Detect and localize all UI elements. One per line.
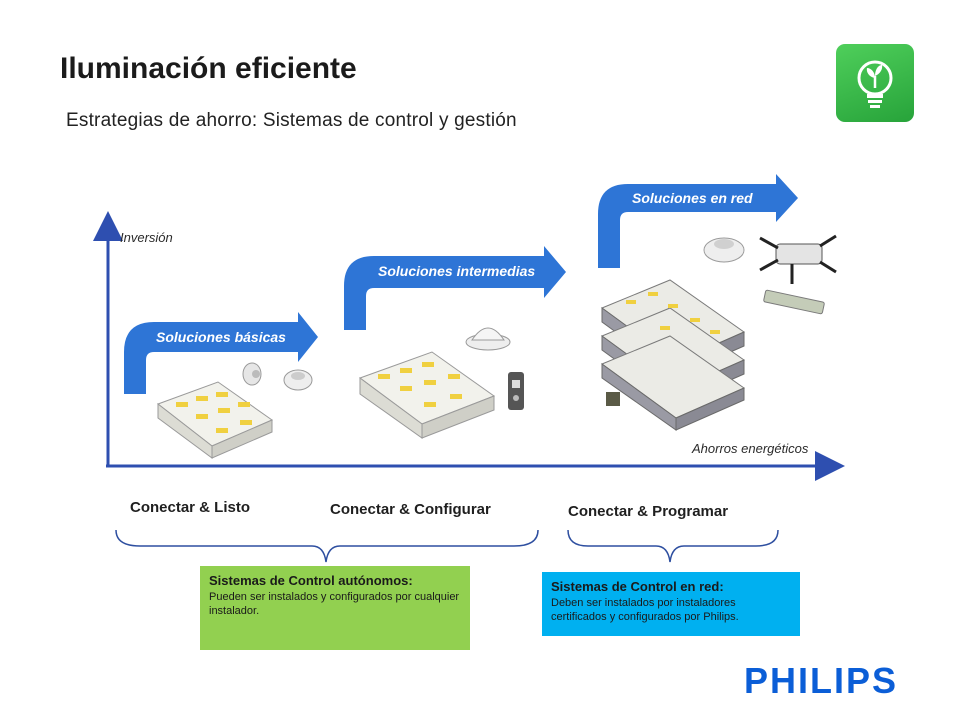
- x-axis-label: Ahorros energéticos: [691, 441, 809, 456]
- basic-sensor-devices: [242, 362, 313, 391]
- page-title: Iluminación eficiente: [60, 52, 357, 85]
- brace-network: [567, 529, 779, 563]
- y-axis-label: Inversión: [120, 230, 173, 245]
- network-systems-body: Deben ser instalados por instaladores ce…: [551, 597, 739, 623]
- arrow-network-label: Soluciones en red: [632, 190, 753, 206]
- brace-autonomous: [115, 529, 539, 563]
- network-devices: [703, 234, 837, 315]
- phase-label-listo: Conectar & Listo: [130, 499, 250, 516]
- autonomous-systems-body: Pueden ser instalados y configurados por…: [209, 591, 460, 617]
- arrow-basic-label: Soluciones básicas: [156, 329, 286, 345]
- arrow-intermediate: [344, 246, 566, 330]
- phase-label-configurar: Conectar & Configurar: [330, 501, 491, 518]
- arrow-intermediate-label: Soluciones intermedias: [378, 263, 535, 279]
- autonomous-systems-title: Sistemas de Control autónomos:: [209, 573, 413, 588]
- intermediate-room-illustration: [358, 351, 496, 439]
- basic-room-illustration: [156, 381, 274, 459]
- network-systems-box: Sistemas de Control en red: Deben ser in…: [542, 572, 800, 636]
- network-systems-title: Sistemas de Control en red:: [551, 579, 724, 594]
- arrow-network: [598, 174, 798, 268]
- page-subtitle: Estrategias de ahorro: Sistemas de contr…: [66, 110, 517, 131]
- arrow-basic: [124, 312, 318, 394]
- philips-logo: PHILIPS: [744, 660, 899, 701]
- network-building-illustration: [600, 279, 746, 431]
- lightbulb-leaf-icon: [836, 44, 914, 122]
- autonomous-systems-box: Sistemas de Control autónomos: Pueden se…: [200, 566, 470, 650]
- phase-label-programar: Conectar & Programar: [568, 503, 728, 520]
- intermediate-sensor-devices: [465, 327, 524, 410]
